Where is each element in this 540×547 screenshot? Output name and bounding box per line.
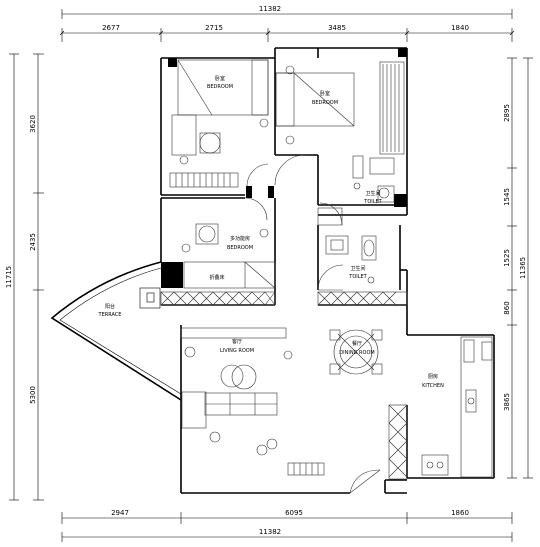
bottom-dimension-lines	[61, 512, 513, 542]
wardrobe-strip	[160, 291, 408, 306]
right-dimension-lines	[507, 57, 533, 479]
right-segment-dimension: 3865	[503, 393, 511, 411]
bedroom-2-furniture	[274, 61, 405, 186]
bedroom-1-furniture	[169, 59, 269, 188]
left-segment-dimension: 2435	[29, 233, 37, 251]
toilet-1-fixtures	[317, 155, 395, 226]
right-segment-dimension: 2895	[503, 104, 511, 122]
toilet-2-label-en: TOILET	[348, 274, 367, 280]
left-segment-dimension: 3620	[29, 115, 37, 133]
right-segment-dimension: 860	[503, 301, 511, 314]
multi-room-label-zh: 多功能房	[230, 235, 250, 242]
toilet-2-fixtures	[317, 235, 377, 291]
top-dimension-lines	[59, 9, 515, 42]
toilet-2-label-zh: 卫生间	[350, 265, 365, 272]
dining-room-label-en: DINING ROOM	[339, 350, 374, 356]
right-segment-dimension: 1525	[503, 249, 511, 267]
toilet-1-label-en: TOILET	[363, 199, 382, 205]
living-room-label-en: LIVING ROOM	[220, 348, 254, 354]
bottom-total-dimension: 11382	[259, 528, 281, 536]
multi-room-label-en: BEDROOM	[227, 245, 253, 251]
right-total-dimension: 11365	[519, 257, 527, 279]
left-dimension-lines	[9, 53, 44, 501]
right-segment-dimension: 1545	[503, 188, 511, 206]
terrace-label-en: TERRACE	[98, 312, 122, 318]
top-segment-dimension: 2715	[205, 24, 223, 32]
bedroom-2-label-zh: 卧室	[320, 90, 330, 97]
living-room-label-zh: 客厅	[232, 338, 242, 345]
kitchen-label-en: KITCHEN	[422, 383, 444, 389]
dining-table	[329, 329, 383, 375]
bottom-segment-dimension: 2947	[111, 509, 129, 517]
bedroom-1-label-en: BEDROOM	[207, 84, 233, 90]
living-room-furniture	[180, 327, 381, 494]
kitchen-label-zh: 厨房	[428, 373, 438, 380]
multi-room-furniture	[181, 197, 276, 289]
terrace	[50, 261, 182, 401]
toilet-1-label-zh: 卫生间	[365, 190, 380, 197]
top-segment-dimension: 2677	[102, 24, 120, 32]
dining-room-label-zh: 餐厅	[352, 340, 362, 347]
bedroom-2-label-en: BEDROOM	[312, 100, 338, 106]
left-segment-dimension: 5300	[29, 386, 37, 404]
terrace-label-zh: 阳台	[105, 303, 115, 310]
top-segment-dimension: 3485	[328, 24, 346, 32]
folding-bed-label: 折叠床	[209, 274, 224, 281]
bottom-segment-dimension: 1860	[451, 509, 469, 517]
top-total-dimension: 11382	[259, 5, 281, 13]
bedroom-1-label-zh: 卧室	[215, 75, 225, 82]
top-segment-dimension: 1840	[451, 24, 469, 32]
bottom-segment-dimension: 6095	[285, 509, 303, 517]
left-total-dimension: 11715	[5, 266, 13, 288]
kitchen-fixtures	[388, 336, 493, 480]
